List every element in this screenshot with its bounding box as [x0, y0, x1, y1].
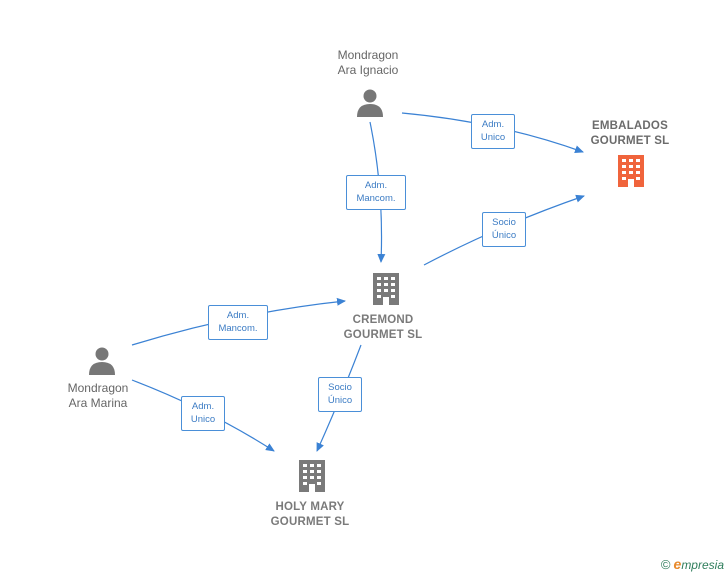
edge-label-marina-cremond[interactable]: Adm. Mancom.: [208, 305, 268, 340]
edge-label-marina-holymary[interactable]: Adm. Unico: [181, 396, 225, 431]
copyright-icon: ©: [660, 556, 671, 572]
edge-label-line2: Unico: [480, 132, 506, 143]
person-icon: [357, 89, 383, 117]
edge-label-cremond-holymary[interactable]: Socio Único: [318, 377, 362, 412]
node-cremond-line2: GOURMET SL: [343, 329, 423, 341]
building-icon: [299, 460, 325, 492]
edge-label-line1: Adm.: [481, 119, 505, 130]
node-ara-ignacio-line1: Mondragon: [337, 48, 399, 62]
node-ara-marina-line1: Mondragon: [67, 381, 129, 395]
node-holy-mary-line2: GOURMET SL: [270, 516, 350, 528]
node-holy-mary[interactable]: HOLY MARY GOURMET SL: [255, 500, 365, 530]
edge-label-line2: Único: [327, 395, 353, 406]
brand-initial: e: [673, 556, 682, 572]
edge-label-line2: Único: [491, 230, 517, 241]
edge-label-cremond-embalados[interactable]: Socio Único: [482, 212, 526, 247]
edge-label-line2: Unico: [190, 414, 216, 425]
node-ara-ignacio[interactable]: Mondragon Ara Ignacio: [318, 48, 418, 78]
node-embalados[interactable]: EMBALADOS GOURMET SL: [575, 119, 685, 149]
edge-label-line2: Mancom.: [356, 193, 396, 204]
person-icon: [89, 347, 115, 375]
brand-logo: empresia: [674, 556, 724, 572]
node-cremond-line1: CREMOND: [352, 314, 414, 326]
edge-label-ignacio-cremond[interactable]: Adm. Mancom.: [346, 175, 406, 210]
node-holy-mary-line1: HOLY MARY: [275, 501, 345, 513]
brand-footer[interactable]: © empresia: [661, 556, 724, 572]
node-cremond[interactable]: CREMOND GOURMET SL: [328, 313, 438, 343]
edge-label-line1: Socio: [492, 217, 516, 228]
edge-label-line1: Adm.: [364, 180, 388, 191]
edge-label-ignacio-embalados[interactable]: Adm. Unico: [471, 114, 515, 149]
brand-name: mpresia: [681, 558, 724, 572]
building-icon: [373, 273, 399, 305]
node-embalados-line2: GOURMET SL: [590, 135, 670, 147]
edge-label-line2: Mancom.: [218, 323, 258, 334]
node-ara-ignacio-line2: Ara Ignacio: [337, 63, 399, 77]
node-ara-marina-line2: Ara Marina: [68, 396, 128, 410]
edge-label-line1: Adm.: [191, 401, 215, 412]
edge-label-line1: Adm.: [226, 310, 250, 321]
edge-label-line1: Socio: [328, 382, 352, 393]
node-ara-marina[interactable]: Mondragon Ara Marina: [48, 381, 148, 411]
building-icon: [618, 155, 644, 187]
node-embalados-line1: EMBALADOS: [592, 120, 668, 132]
